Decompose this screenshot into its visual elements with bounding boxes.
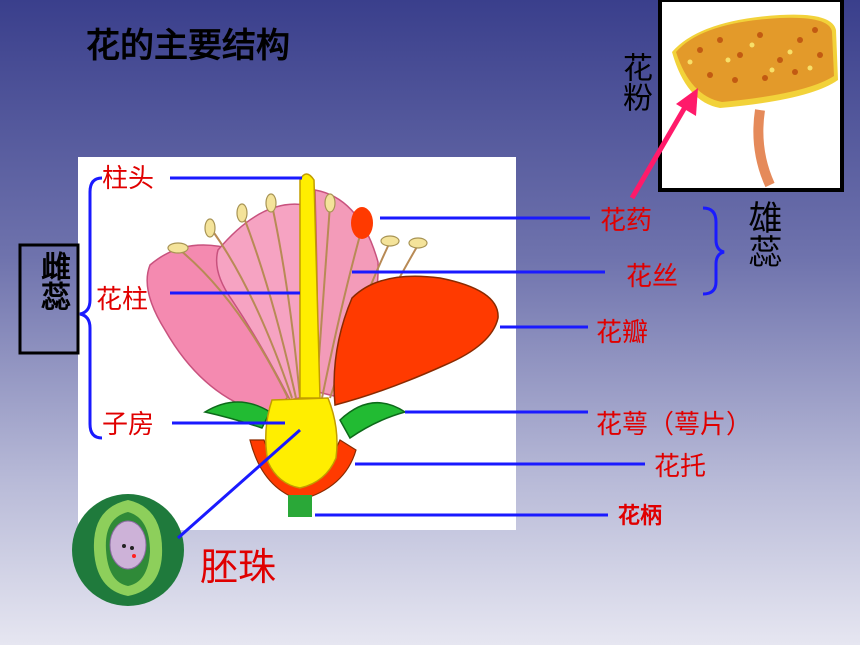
label-petal: 花瓣: [596, 318, 649, 348]
pistil-bracket: [79, 176, 103, 440]
label-pistil: 雌蕊: [35, 251, 70, 311]
label-pedicel: 花柄: [618, 504, 663, 529]
highlighted-anther: [351, 207, 373, 239]
label-sepal: 花萼（萼片）: [596, 410, 753, 440]
label-anther: 花药: [600, 206, 653, 236]
label-receptacle: 花托: [654, 452, 707, 482]
label-style: 花柱: [96, 285, 149, 315]
label-ovary: 子房: [102, 410, 155, 440]
ovary: [265, 397, 338, 489]
pink-petals: [146, 189, 379, 416]
pedicel: [288, 495, 312, 517]
leader-lines: [170, 176, 645, 540]
red-petal: [333, 275, 499, 406]
label-filament: 花丝: [626, 262, 679, 292]
label-ovule: 胚珠: [200, 545, 277, 589]
label-pollen: 花粉: [617, 52, 652, 112]
slide-title: 花的主要结构: [86, 26, 290, 66]
label-stigma: 柱头: [102, 164, 155, 194]
label-stamen: 雄蕊: [742, 200, 782, 268]
pollen-arrow: [629, 100, 691, 200]
stamen-bracket: [702, 206, 725, 296]
anthers: [167, 193, 428, 254]
pistil-box: [18, 243, 80, 355]
